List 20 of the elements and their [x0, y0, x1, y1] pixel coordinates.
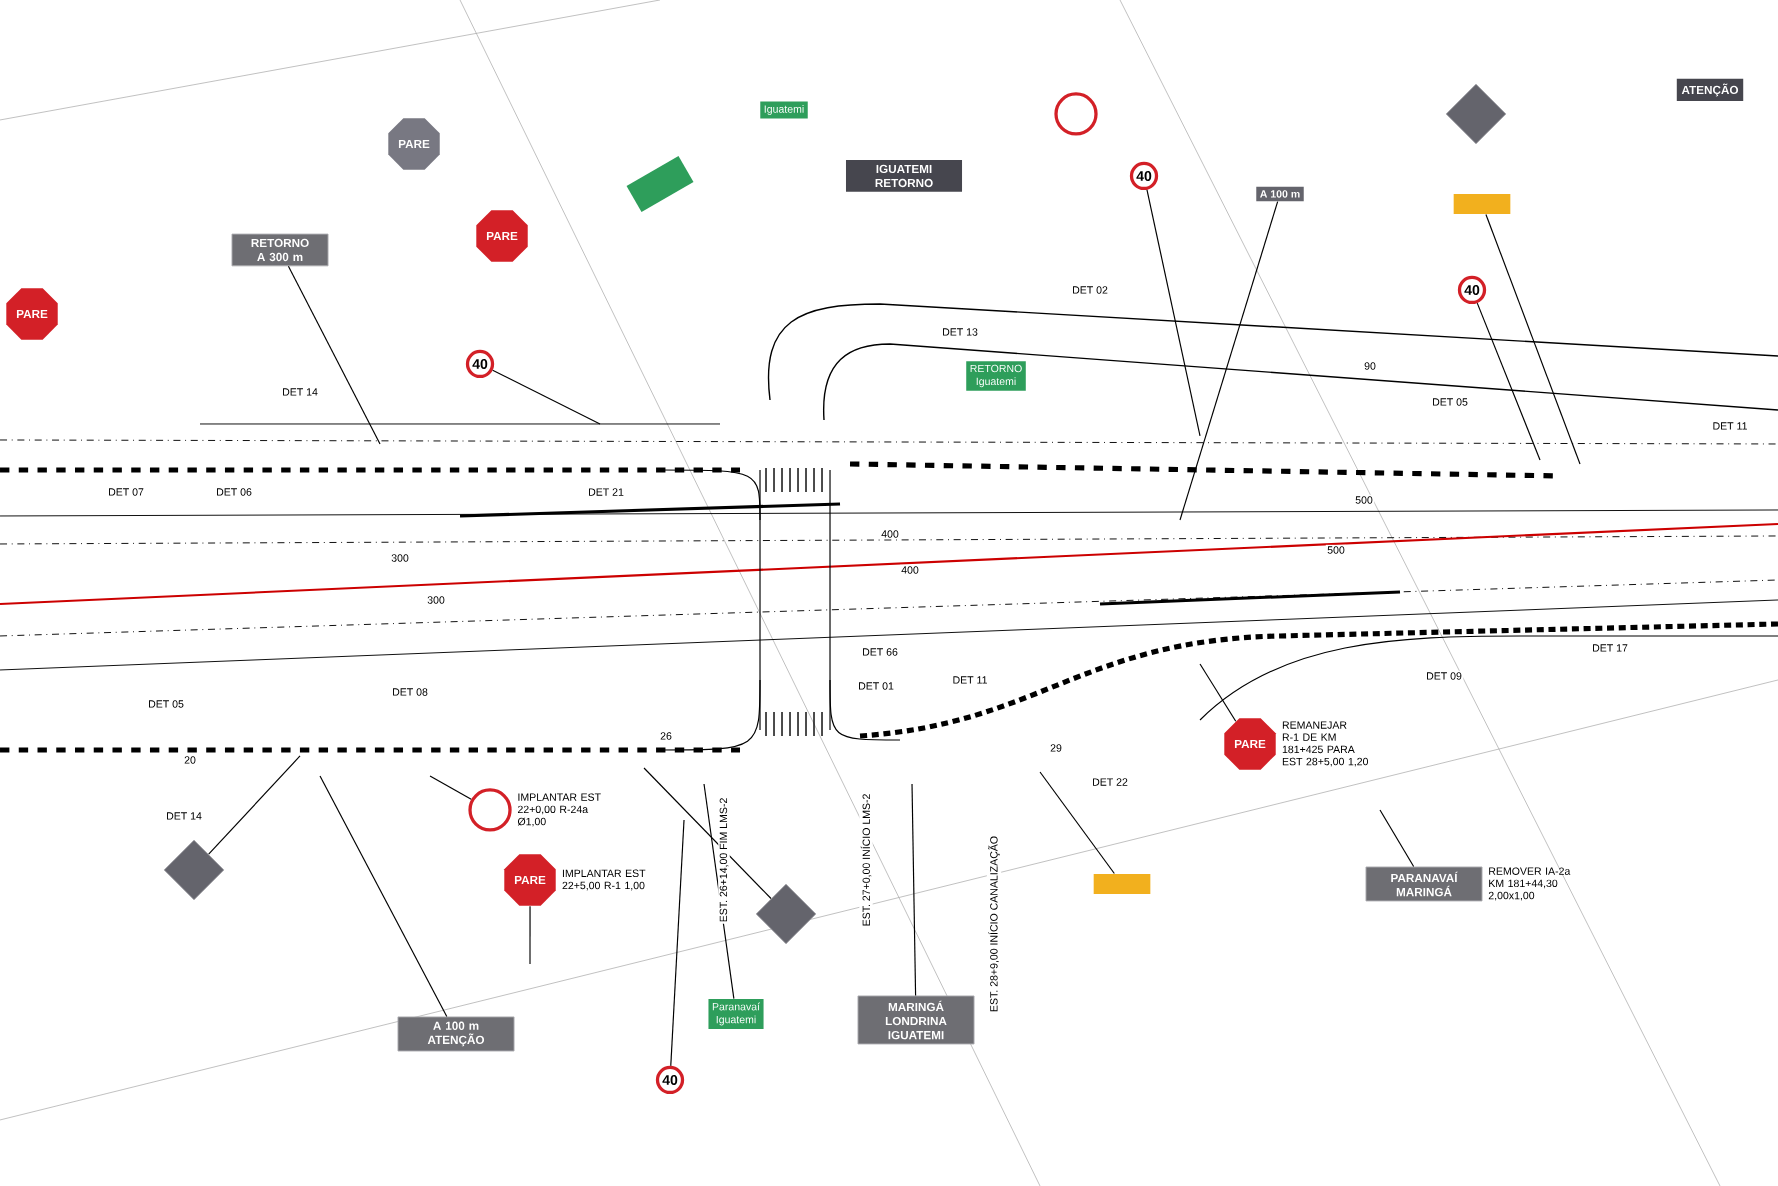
leader-line [1485, 213, 1581, 465]
leader-line [492, 369, 601, 425]
leader-line [208, 755, 301, 855]
leader-line [287, 265, 381, 445]
warning-sign [755, 883, 817, 945]
leader-line [670, 819, 685, 1067]
leader-line [1379, 809, 1415, 868]
warning-sign [1445, 83, 1507, 145]
leader-line [429, 775, 472, 800]
leader-line [911, 783, 917, 997]
leader-line [1146, 189, 1201, 437]
leader-line [1199, 663, 1237, 722]
leader-line [1039, 771, 1115, 875]
leader-line [1476, 302, 1541, 461]
leader-line [643, 767, 772, 900]
direction-sign [626, 156, 694, 212]
leader-line [529, 905, 531, 965]
warning-sign [163, 839, 225, 901]
leader-line [1179, 201, 1279, 521]
leader-line [319, 775, 448, 1018]
